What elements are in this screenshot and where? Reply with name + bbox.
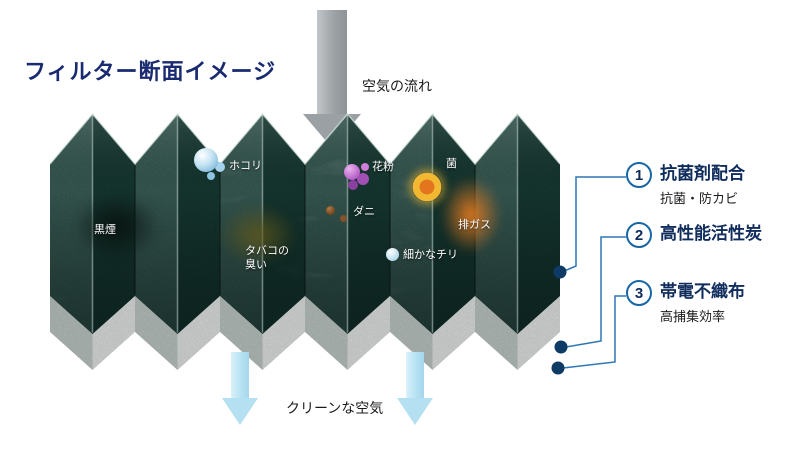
feature-title-activated-carbon: 高性能活性炭 bbox=[660, 224, 762, 243]
exhaust-gas-blob bbox=[430, 163, 512, 267]
tobacco-odor-blob bbox=[204, 193, 312, 277]
particle-label-pollen: 花粉 bbox=[372, 161, 394, 173]
particle-label-tobacco-odor: タバコの 臭い bbox=[245, 245, 289, 271]
clean-air-arrowhead-left-icon bbox=[222, 398, 258, 425]
feature-title-electrostatic-nonwoven: 帯電不織布 bbox=[660, 282, 745, 301]
clean-air-arrow-right-icon bbox=[406, 352, 424, 398]
bacteria-particle-icon bbox=[412, 172, 442, 202]
feature-item-antibacterial: 1 抗菌剤配合 抗菌・防カビ bbox=[626, 162, 745, 207]
particle-label-fine-dust: 細かなチリ bbox=[403, 249, 458, 261]
black-smoke-blob bbox=[56, 180, 178, 272]
mite-particle-icon bbox=[326, 206, 335, 215]
feature-number-badge-2: 2 bbox=[626, 222, 652, 248]
particle-label-dust: ホコリ bbox=[229, 160, 262, 172]
feature-title-antibacterial: 抗菌剤配合 bbox=[660, 164, 745, 183]
particle-label-mite: ダニ bbox=[353, 206, 375, 218]
feature-item-activated-carbon: 2 高性能活性炭 bbox=[626, 222, 762, 248]
feature-number-badge-3: 3 bbox=[626, 280, 652, 306]
pollen-particle-icon bbox=[344, 164, 360, 180]
feature-subtitle-electrostatic-nonwoven: 高捕集効率 bbox=[660, 308, 726, 324]
clean-air-arrowhead-right-icon bbox=[397, 398, 433, 425]
clean-air-label: クリーンな空気 bbox=[286, 400, 384, 416]
particle-label-exhaust-gas: 排ガス bbox=[458, 219, 491, 231]
feature-item-electrostatic-nonwoven: 3 帯電不織布 高捕集効率 bbox=[626, 280, 745, 325]
clean-air-arrow-left-icon bbox=[231, 352, 249, 398]
page-title: フィルター断面イメージ bbox=[24, 59, 277, 84]
particle-label-bacteria: 菌 bbox=[446, 158, 457, 170]
airflow-label: 空気の流れ bbox=[362, 78, 432, 94]
particle-label-black-smoke: 黒煙 bbox=[94, 224, 116, 236]
feature-number-badge-1: 1 bbox=[626, 162, 652, 188]
dust-particle-icon bbox=[194, 148, 218, 172]
airflow-down-arrow-icon bbox=[317, 10, 347, 114]
fine-dust-particle-icon bbox=[386, 248, 399, 261]
feature-subtitle-antibacterial: 抗菌・防カビ bbox=[660, 190, 739, 206]
